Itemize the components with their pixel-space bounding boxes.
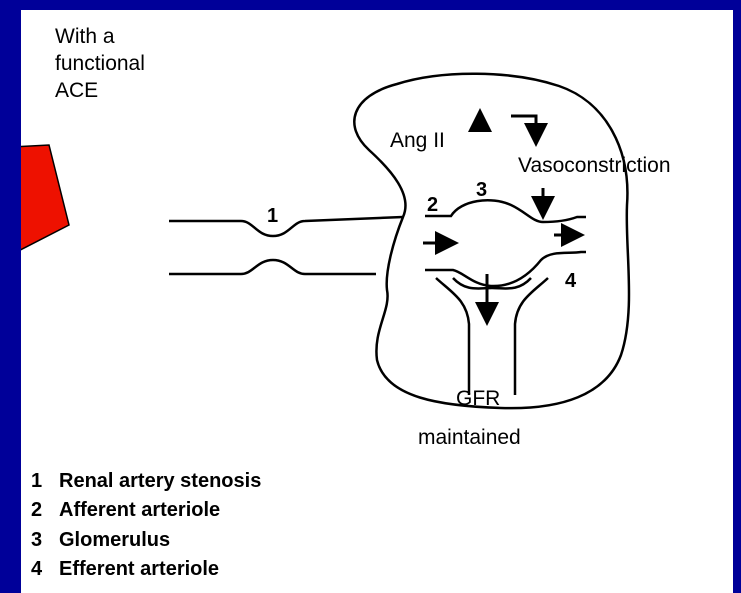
medulla-vessel	[436, 278, 548, 395]
kidney-outline	[354, 74, 629, 408]
label-2: 2	[427, 195, 438, 215]
red-arrow-icon	[21, 145, 69, 265]
label-vasoconstriction: Vasoconstriction	[518, 155, 671, 176]
ang-ii-effect-arrow-icon	[511, 116, 536, 141]
label-4: 4	[565, 271, 576, 291]
label-3: 3	[476, 180, 487, 200]
label-1: 1	[267, 206, 278, 226]
label-gfr: GFR	[456, 388, 500, 409]
label-ang-ii: Ang II	[390, 130, 445, 151]
label-maintained: maintained	[418, 427, 521, 448]
renal-artery	[169, 217, 403, 274]
slide-panel: With a functional ACE	[21, 10, 733, 593]
